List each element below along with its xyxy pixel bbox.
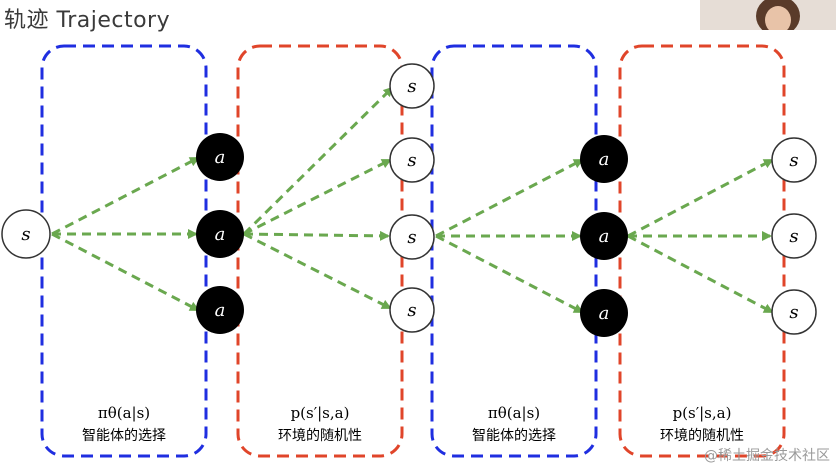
- webcam-thumbnail: [700, 0, 836, 30]
- arrow-s0-a1: [51, 156, 200, 236]
- watermark: @稀土掘金技术社区: [704, 448, 830, 464]
- action-node: a: [196, 133, 244, 181]
- action-node-label: a: [215, 300, 226, 321]
- arrow-s3-a4: [435, 158, 584, 238]
- box-formula-3: πθ(a|s): [488, 404, 540, 422]
- arrow-a2-s1: [242, 86, 394, 236]
- arrows: [51, 86, 774, 314]
- state-node-label: s: [21, 224, 30, 245]
- box-caption-2: 环境的随机性: [278, 428, 362, 444]
- arrow-a2-s4: [243, 232, 392, 310]
- page-title: 轨迹 Trajectory: [4, 8, 171, 33]
- box-formula-2: p(s′|s,a): [291, 404, 350, 422]
- state-node: s: [771, 289, 817, 335]
- arrow-a5-s7: [627, 234, 774, 314]
- box-caption-4: 环境的随机性: [660, 428, 744, 444]
- arrow-a5-s5: [627, 158, 774, 238]
- arrow-s3-a6: [435, 234, 584, 314]
- arrow-a2-s3: [243, 230, 390, 241]
- state-node-label: s: [407, 300, 416, 321]
- box-policy-1: [40, 44, 208, 458]
- state-node: s: [389, 137, 435, 183]
- action-node: a: [580, 212, 628, 260]
- action-node-label: a: [215, 147, 226, 168]
- state-node: s: [771, 137, 817, 183]
- box-policy-2: [430, 44, 598, 458]
- webcam-person-icon: [700, 0, 836, 30]
- state-node-label: s: [789, 150, 798, 171]
- arrow-a2-s2: [243, 158, 392, 236]
- state-node-label: s: [407, 76, 416, 97]
- action-node-label: a: [599, 149, 610, 170]
- action-node: a: [196, 210, 244, 258]
- state-node: s: [389, 63, 435, 109]
- action-node: a: [196, 286, 244, 334]
- box-caption-1: 智能体的选择: [82, 428, 166, 444]
- action-node-label: a: [599, 303, 610, 324]
- box-caption-3: 智能体的选择: [472, 428, 556, 444]
- state-node-label: s: [407, 150, 416, 171]
- state-node-label: s: [789, 302, 798, 323]
- box-formula-4: p(s′|s,a): [673, 404, 732, 422]
- state-node: s: [389, 287, 435, 333]
- state-node: s: [389, 214, 435, 260]
- state-node: s: [1, 209, 51, 259]
- action-node-label: a: [599, 226, 610, 247]
- state-node-label: s: [789, 226, 798, 247]
- box-formula-1: πθ(a|s): [98, 404, 150, 422]
- action-node: a: [580, 135, 628, 183]
- box-env-1: [236, 44, 404, 458]
- action-node: a: [580, 289, 628, 337]
- box-env-2: [618, 44, 786, 458]
- state-node-label: s: [407, 227, 416, 248]
- state-node: s: [771, 213, 817, 259]
- arrow-s0-a3: [51, 232, 200, 312]
- action-node-label: a: [215, 224, 226, 245]
